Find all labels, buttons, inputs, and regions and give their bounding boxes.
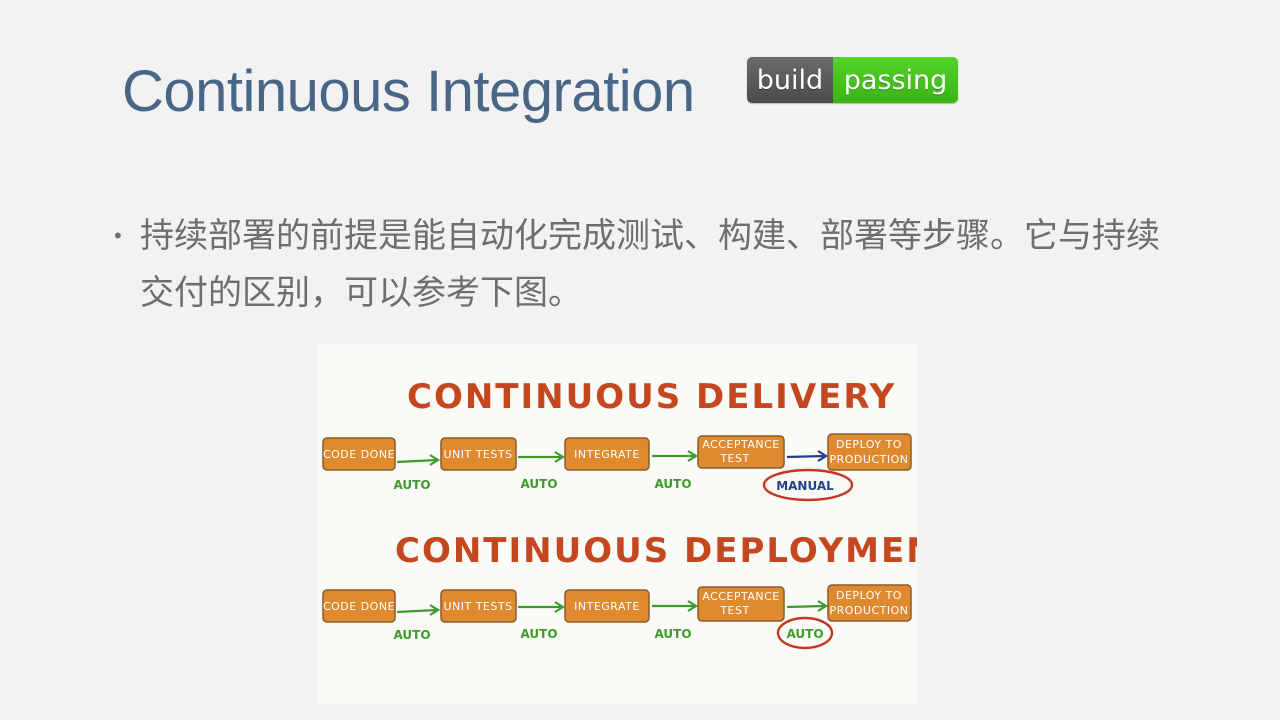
deployment-stage-unit-tests-label: UNIT TESTS <box>443 600 512 613</box>
auto-highlight-circle <box>776 616 834 650</box>
deployment-arrow-1 <box>396 604 441 616</box>
deployment-stage-integrate <box>564 589 650 623</box>
delivery-stage-unit-tests-label: UNIT TESTS <box>443 448 512 461</box>
delivery-stage-unit-tests <box>440 437 517 471</box>
delivery-auto-label-1: AUTO <box>393 478 430 492</box>
delivery-auto-label-2: AUTO <box>520 477 557 491</box>
delivery-arrow-4 <box>786 450 829 462</box>
bullet-item: • 持续部署的前提是能自动化完成测试、构建、部署等步骤。它与持续交付的区别，可以… <box>114 208 1174 322</box>
delivery-stage-code-done <box>322 437 396 471</box>
deployment-auto-label-1: AUTO <box>393 628 430 642</box>
badge-label: build <box>747 57 833 103</box>
delivery-stage-test-label: TEST <box>719 452 749 465</box>
build-status-badge: build passing <box>747 57 958 103</box>
delivery-stage-integrate-label: INTEGRATE <box>574 448 640 461</box>
deployment-auto-label-3: AUTO <box>654 627 691 641</box>
deployment-stage-acceptance-label: ACCEPTANCE <box>702 590 780 603</box>
deployment-stage-code-done <box>322 589 396 623</box>
deployment-stage-production-label: PRODUCTION <box>830 604 909 617</box>
deployment-stage-acceptance-test <box>697 586 785 622</box>
delivery-stage-code-done-label: CODE DONE <box>323 448 395 461</box>
deployment-arrow-4 <box>786 600 829 612</box>
deployment-arrow-3 <box>652 600 699 612</box>
deployment-arrow-2 <box>518 601 566 613</box>
delivery-arrow-2 <box>518 451 566 463</box>
delivery-manual-label: MANUAL <box>776 479 834 493</box>
delivery-stage-deploy <box>827 433 912 471</box>
delivery-stage-deploy-to-label: DEPLOY TO <box>836 438 902 451</box>
deployment-stage-code-done-label: CODE DONE <box>323 600 395 613</box>
deployment-stage-deploy-to-label: DEPLOY TO <box>836 589 902 602</box>
delivery-vs-deployment-diagram: CONTINUOUS DELIVERY CODE DONE UNIT TESTS… <box>317 344 917 704</box>
diagram-svg: CONTINUOUS DELIVERY CODE DONE UNIT TESTS… <box>322 377 917 650</box>
delivery-stage-production-label: PRODUCTION <box>830 453 909 466</box>
deployment-stage-deploy <box>827 584 912 622</box>
delivery-arrow-1 <box>396 454 441 466</box>
delivery-stage-integrate <box>564 437 650 471</box>
slide-title: Continuous Integration <box>122 59 695 124</box>
deployment-auto-label-4: AUTO <box>786 627 823 641</box>
delivery-stage-acceptance-test <box>697 435 785 469</box>
bullet-text: 持续部署的前提是能自动化完成测试、构建、部署等步骤。它与持续交付的区别，可以参考… <box>140 216 1160 313</box>
delivery-arrow-3 <box>652 450 699 462</box>
deployment-stage-test-label: TEST <box>719 604 749 617</box>
delivery-auto-label-3: AUTO <box>654 477 691 491</box>
deployment-stage-integrate-label: INTEGRATE <box>574 600 640 613</box>
deployment-auto-label-2: AUTO <box>520 627 557 641</box>
bullet-dot-icon: • <box>114 223 122 248</box>
deployment-stage-unit-tests <box>440 589 517 623</box>
delivery-heading: CONTINUOUS DELIVERY <box>407 377 896 417</box>
badge-status: passing <box>833 57 958 103</box>
manual-highlight-circle <box>762 468 854 502</box>
delivery-stage-acceptance-label: ACCEPTANCE <box>702 438 780 451</box>
deployment-heading: CONTINUOUS DEPLOYMENT <box>395 531 917 571</box>
